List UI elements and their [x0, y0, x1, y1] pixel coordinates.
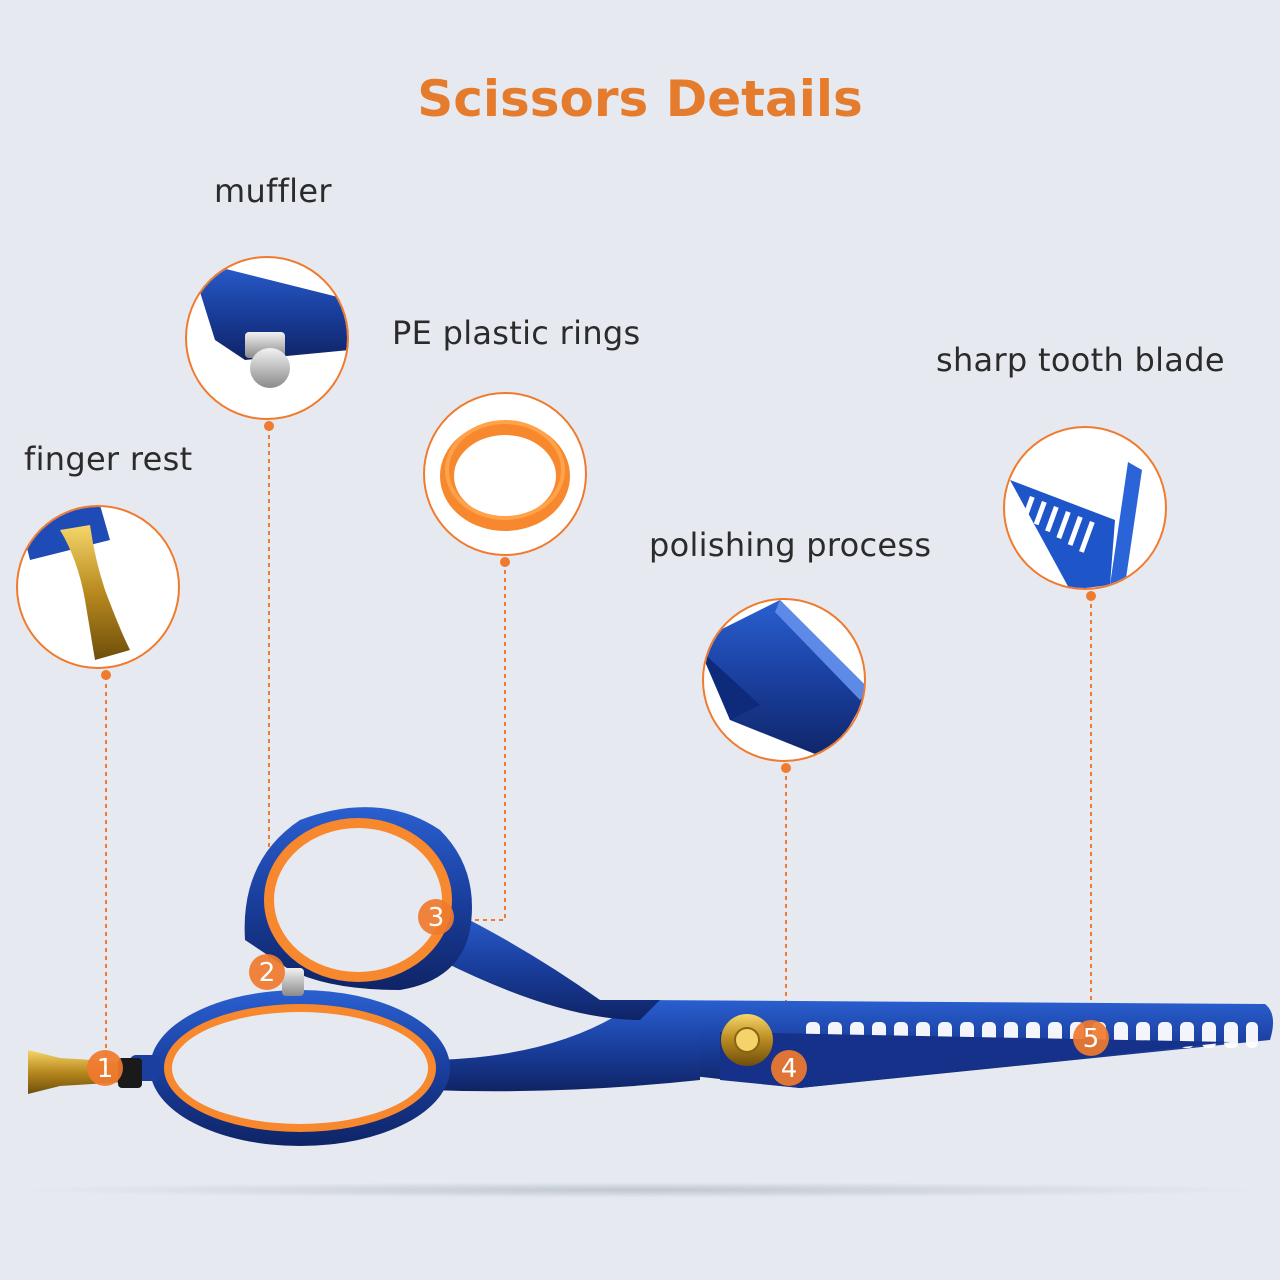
label-muffler: muffler — [214, 172, 332, 210]
number-5-text: 5 — [1083, 1024, 1100, 1054]
number-marker-2: 2 — [249, 954, 285, 990]
finger-rest-detail-icon — [16, 505, 180, 669]
number-1-text: 1 — [97, 1054, 114, 1084]
polished-blade-detail-icon — [702, 598, 866, 762]
label-finger-rest: finger rest — [24, 440, 193, 478]
number-marker-5: 5 — [1073, 1020, 1109, 1056]
label-polishing-process: polishing process — [649, 526, 932, 564]
number-marker-3: 3 — [418, 899, 454, 935]
tooth-blade-detail-icon — [1003, 426, 1167, 590]
label-pe-plastic-rings: PE plastic rings — [392, 314, 641, 352]
number-marker-4: 4 — [771, 1050, 807, 1086]
muffler-detail-icon — [185, 256, 349, 420]
number-2-text: 2 — [259, 958, 276, 988]
number-4-text: 4 — [781, 1054, 798, 1084]
scissors-body — [28, 807, 1274, 1146]
page-title: Scissors Details — [417, 70, 863, 128]
plastic-ring-detail-icon — [423, 392, 587, 556]
label-sharp-tooth-blade: sharp tooth blade — [936, 341, 1225, 379]
number-3-text: 3 — [428, 903, 445, 933]
number-marker-1: 1 — [87, 1050, 123, 1086]
floor-shadow — [10, 1182, 1270, 1198]
leader-dots — [101, 421, 1096, 773]
